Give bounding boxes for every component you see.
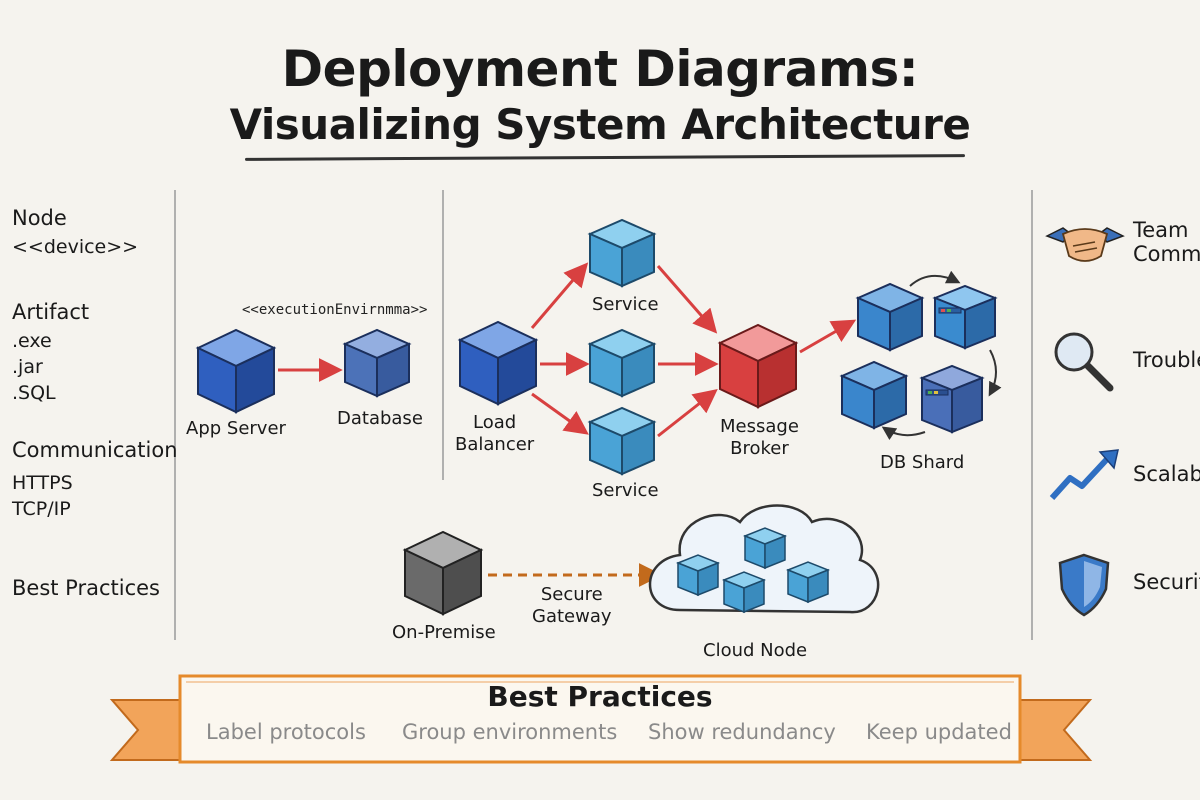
secure-gateway-label: Secure Gateway	[532, 584, 612, 627]
cloud-node-label: Cloud Node	[703, 640, 808, 661]
service-node-middle	[587, 328, 657, 398]
arrow-service-bottom-to-broker	[657, 389, 718, 438]
arrow-service-top-to-broker	[656, 265, 718, 334]
arrow-broker-to-shard	[799, 319, 857, 354]
legend-artifact-exe: .exe	[12, 330, 52, 352]
cloud-cube-1	[742, 527, 788, 570]
cloud-cube-2	[675, 554, 721, 597]
sidebar-label-securit: Securit	[1133, 570, 1200, 594]
service-top-label: Service	[592, 294, 659, 315]
legend-best-practices: Best Practices	[12, 576, 160, 600]
shield-icon	[1058, 553, 1110, 617]
shard-cycle-arrow-right	[988, 349, 1002, 397]
magnifier-icon	[1054, 332, 1114, 392]
sidebar-label-scalab: Scalab	[1133, 462, 1200, 486]
on-premise-label: On-Premise	[392, 622, 496, 643]
banner-item-label-protocols: Label protocols	[206, 720, 366, 744]
database-label: Database	[337, 408, 423, 429]
banner-item-keep-updated: Keep updated	[866, 720, 1012, 744]
message-broker-label: Message Broker	[720, 416, 799, 459]
legend-artifact-jar: .jar	[12, 356, 43, 378]
legend-node-sub: <<device>>	[12, 236, 139, 258]
shard-cycle-arrow-top	[909, 270, 961, 287]
legend-communication-https: HTTPS	[12, 472, 73, 494]
title-line-2: Visualizing System Architecture	[229, 100, 971, 149]
banner-ribbon	[109, 674, 1093, 764]
service-node-top	[587, 218, 657, 288]
banner-title: Best Practices	[487, 680, 713, 713]
cloud-cube-3	[721, 571, 767, 614]
execution-env-stereotype: <<executionEnvirnmma>>	[242, 302, 428, 318]
legend-artifact: Artifact	[12, 300, 90, 324]
message-broker-node	[717, 323, 799, 409]
db-shard-cube-4	[919, 364, 985, 434]
banner-item-show-redundancy: Show redundancy	[648, 720, 836, 744]
handshake-icon	[1045, 227, 1125, 262]
banner-item-group-environments: Group environments	[402, 720, 618, 744]
on-premise-node	[402, 530, 484, 616]
sidebar-label-team: Team Commu	[1133, 218, 1200, 266]
database-node	[342, 328, 412, 398]
db-shard-label: DB Shard	[880, 452, 965, 473]
app-server-label: App Server	[186, 418, 286, 439]
shard-cycle-arrow-bottom	[881, 426, 926, 441]
db-shard-cube-2	[932, 284, 998, 350]
title-line-1: Deployment Diagrams:	[281, 40, 919, 98]
arrow-lb-to-service-bottom	[531, 392, 589, 435]
service-bottom-label: Service	[592, 480, 659, 501]
cloud-cube-4	[785, 561, 831, 604]
sidebar-label-trouble: Trouble	[1133, 348, 1200, 372]
legend-communication-tcpip: TCP/IP	[12, 498, 71, 520]
legend-communication: Communication	[12, 438, 178, 462]
load-balancer-node	[457, 320, 539, 406]
db-shard-cube-1	[855, 282, 925, 352]
db-shard-cube-3	[839, 360, 909, 430]
legend-node: Node	[12, 206, 67, 230]
arrow-lb-to-service-top	[530, 262, 589, 329]
legend-artifact-sql: .SQL	[12, 382, 56, 404]
trend-arrow-icon	[1049, 449, 1119, 501]
load-balancer-label: Load Balancer	[455, 412, 535, 455]
service-node-bottom	[587, 406, 657, 476]
app-server-node	[195, 328, 277, 414]
